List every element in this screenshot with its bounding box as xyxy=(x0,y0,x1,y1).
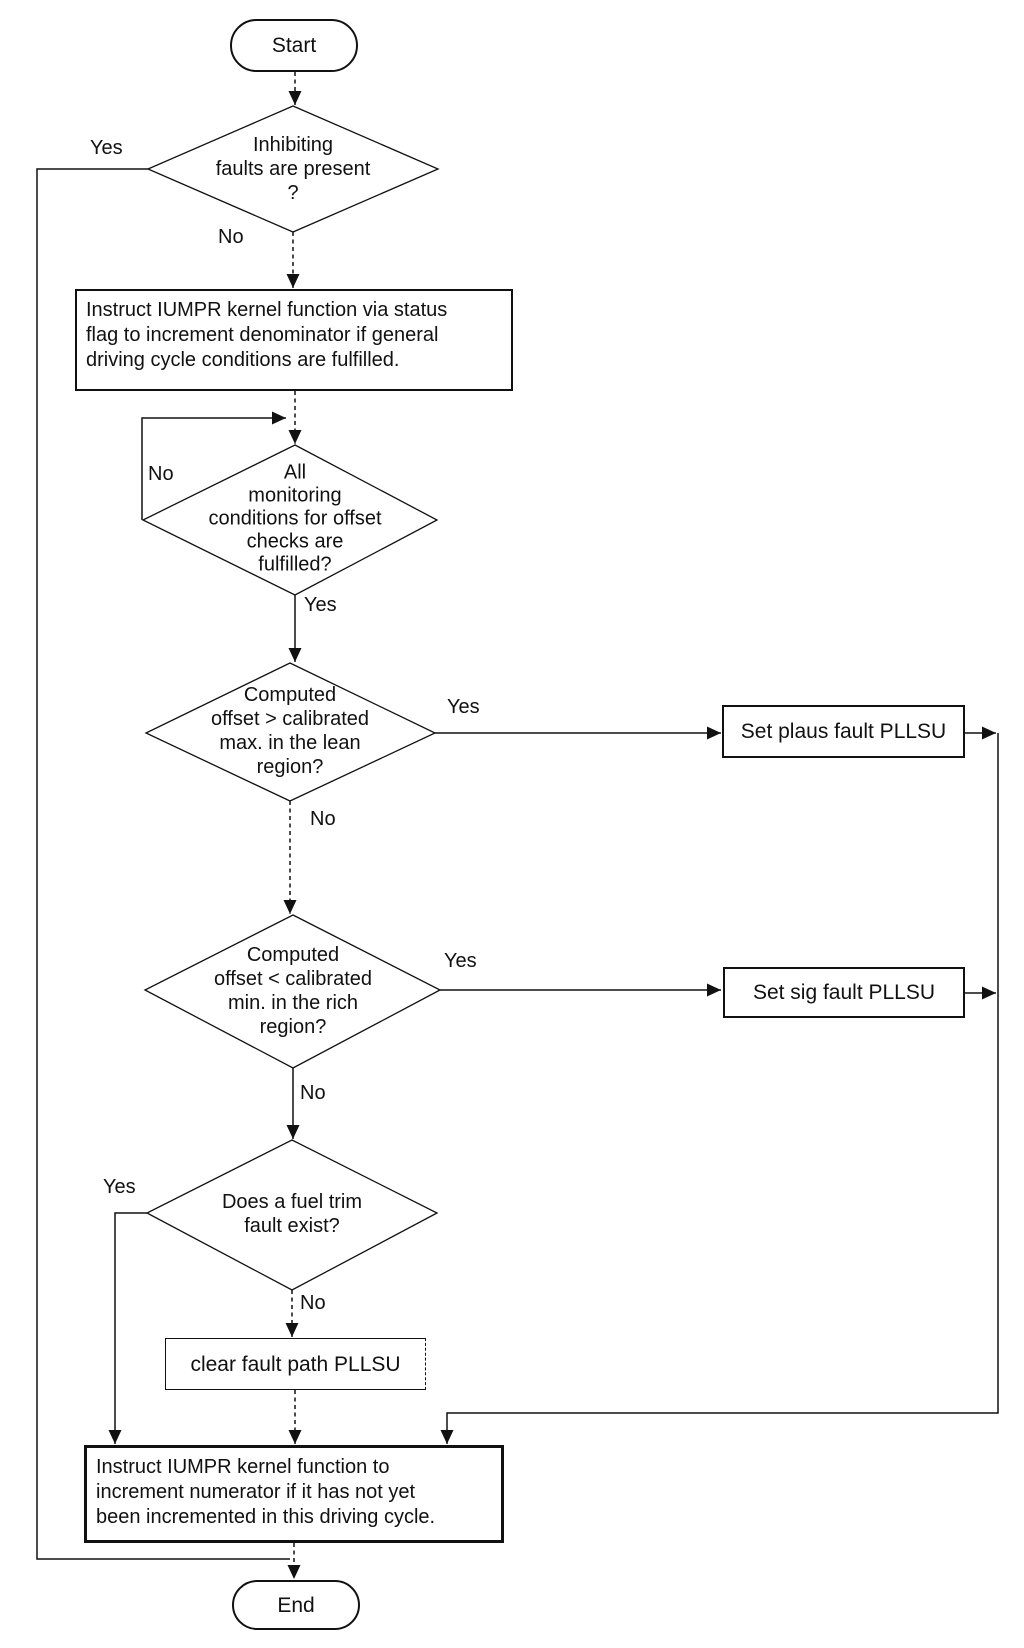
end-node: End xyxy=(232,1580,360,1630)
decision-offset-max-lean-label: Computed offset > calibrated max. in the… xyxy=(210,684,370,778)
solid-edges xyxy=(36,168,999,1560)
edge-label-inhibiting-no: No xyxy=(218,226,244,248)
decision-fuel-trim-fault-label: Does a fuel trim fault exist? xyxy=(221,1191,363,1237)
diamond-offset-max-lean xyxy=(144,662,437,802)
edge-label-lean-no: No xyxy=(310,808,336,830)
diamond-fuel-trim-fault xyxy=(145,1139,439,1291)
edge-label-lean-yes: Yes xyxy=(447,696,480,718)
decision-offset-min-rich-label: Computed offset < calibrated min. in the… xyxy=(213,944,373,1038)
edge-label-rich-yes: Yes xyxy=(444,950,477,972)
process-increment-denominator: Instruct IUMPR kernel function via statu… xyxy=(75,289,513,391)
edge-label-rich-no: No xyxy=(300,1082,326,1104)
diamond-monitoring-conditions xyxy=(141,444,439,596)
process-set-sig-fault: Set sig fault PLLSU xyxy=(723,967,965,1018)
start-node: Start xyxy=(230,19,358,72)
process-clear-fault-path: clear fault path PLLSU xyxy=(165,1338,426,1390)
process-increment-numerator: Instruct IUMPR kernel function to increm… xyxy=(84,1445,504,1543)
edge-label-monitoring-yes: Yes xyxy=(304,594,337,616)
dashed-edges xyxy=(283,72,302,1579)
diamond-inhibiting-faults xyxy=(146,105,440,233)
edge-label-monitoring-no: No xyxy=(148,463,174,485)
decision-diamonds xyxy=(141,105,442,1291)
diamond-offset-min-rich xyxy=(143,914,442,1069)
process-set-plaus-fault: Set plaus fault PLLSU xyxy=(722,705,965,758)
decision-monitoring-conditions-label: All monitoring conditions for offset che… xyxy=(208,461,382,576)
decision-inhibiting-faults-label: Inhibiting faults are present ? xyxy=(215,134,371,204)
edge-label-fueltrim-yes: Yes xyxy=(103,1176,136,1198)
edge-label-fueltrim-no: No xyxy=(300,1292,326,1314)
edge-label-inhibiting-yes: Yes xyxy=(90,137,123,159)
